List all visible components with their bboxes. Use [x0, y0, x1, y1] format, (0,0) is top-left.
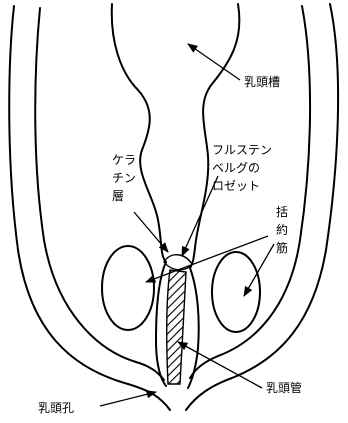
label-furstenberg-2: ベルグの: [212, 161, 260, 175]
inner-wall-left: [35, 8, 164, 380]
label-furstenberg-1: フルステン: [212, 143, 272, 157]
label-sphincter-3: 筋: [276, 240, 288, 255]
sphincter-right: [212, 252, 260, 332]
label-teat-canal: 乳頭管: [266, 380, 302, 395]
label-keratin-layer-3: 層: [112, 189, 124, 203]
label-keratin-layer-1: ケラ: [112, 153, 136, 167]
label-furstenberg-3: ロゼット: [212, 179, 260, 193]
arrow-teat-cistern: [188, 44, 240, 80]
arrow-teat-orifice: [100, 392, 156, 406]
furstenberg-rosette-cap: [164, 255, 192, 270]
arrow-keratin-layer: [134, 212, 168, 252]
label-teat-cistern: 乳頭槽: [244, 75, 280, 89]
outer-skin-left: [9, 6, 170, 410]
keratin-layer-fill: [167, 270, 186, 384]
canal-wall-left: [156, 262, 166, 386]
label-keratin-layer-2: チン: [112, 171, 136, 185]
sphincter-left: [102, 246, 154, 330]
teat-cistern-outline: [112, 4, 240, 268]
outer-skin-right: [186, 4, 338, 410]
label-teat-orifice: 乳頭孔: [38, 401, 74, 415]
label-sphincter-2: 約: [276, 222, 288, 237]
label-sphincter-1: 括: [276, 204, 288, 219]
